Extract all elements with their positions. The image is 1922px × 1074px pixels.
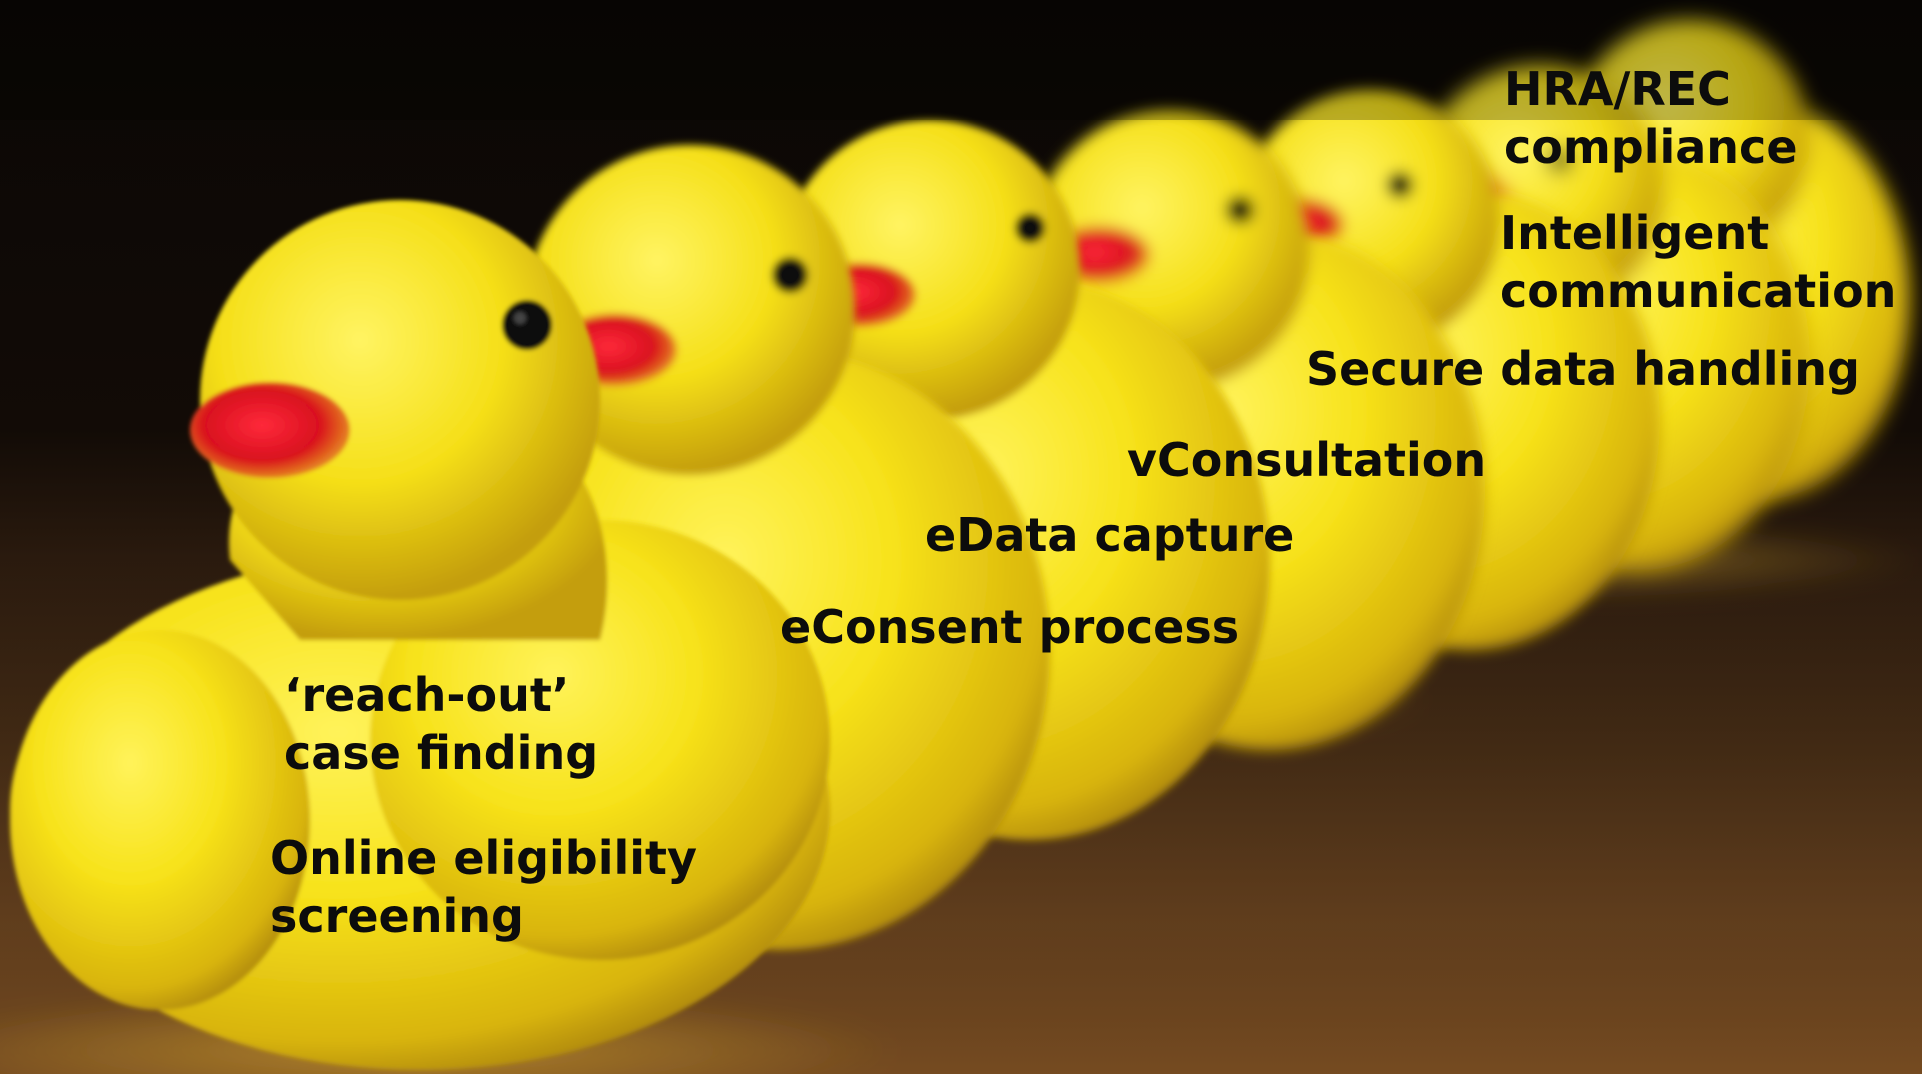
label-line: Online eligibility [270,831,697,885]
label-line: Secure data handling [1306,342,1860,396]
label-line: compliance [1504,120,1798,174]
label-line: case finding [284,726,599,780]
label-econsent-process: eConsent process [780,598,1239,656]
label-line: HRA/REC [1504,62,1731,116]
label-line: eData capture [925,508,1295,562]
label-line: ‘reach-out’ [284,668,570,722]
label-vconsultation: vConsultation [1127,431,1486,489]
label-intelligent-communication: Intelligent communication [1500,204,1896,320]
label-line: vConsultation [1127,433,1487,487]
label-secure-data-handling: Secure data handling [1306,340,1860,398]
label-line: eConsent process [780,600,1240,654]
label-hra-rec-compliance: HRA/REC compliance [1504,60,1798,176]
label-line: screening [270,889,524,943]
label-online-eligibility-screening: Online eligibility screening [270,829,697,945]
label-line: Intelligent [1500,206,1770,260]
label-line: communication [1500,264,1897,318]
label-edata-capture: eData capture [925,506,1294,564]
label-reach-out-case-finding: ‘reach-out’ case finding [284,666,598,782]
